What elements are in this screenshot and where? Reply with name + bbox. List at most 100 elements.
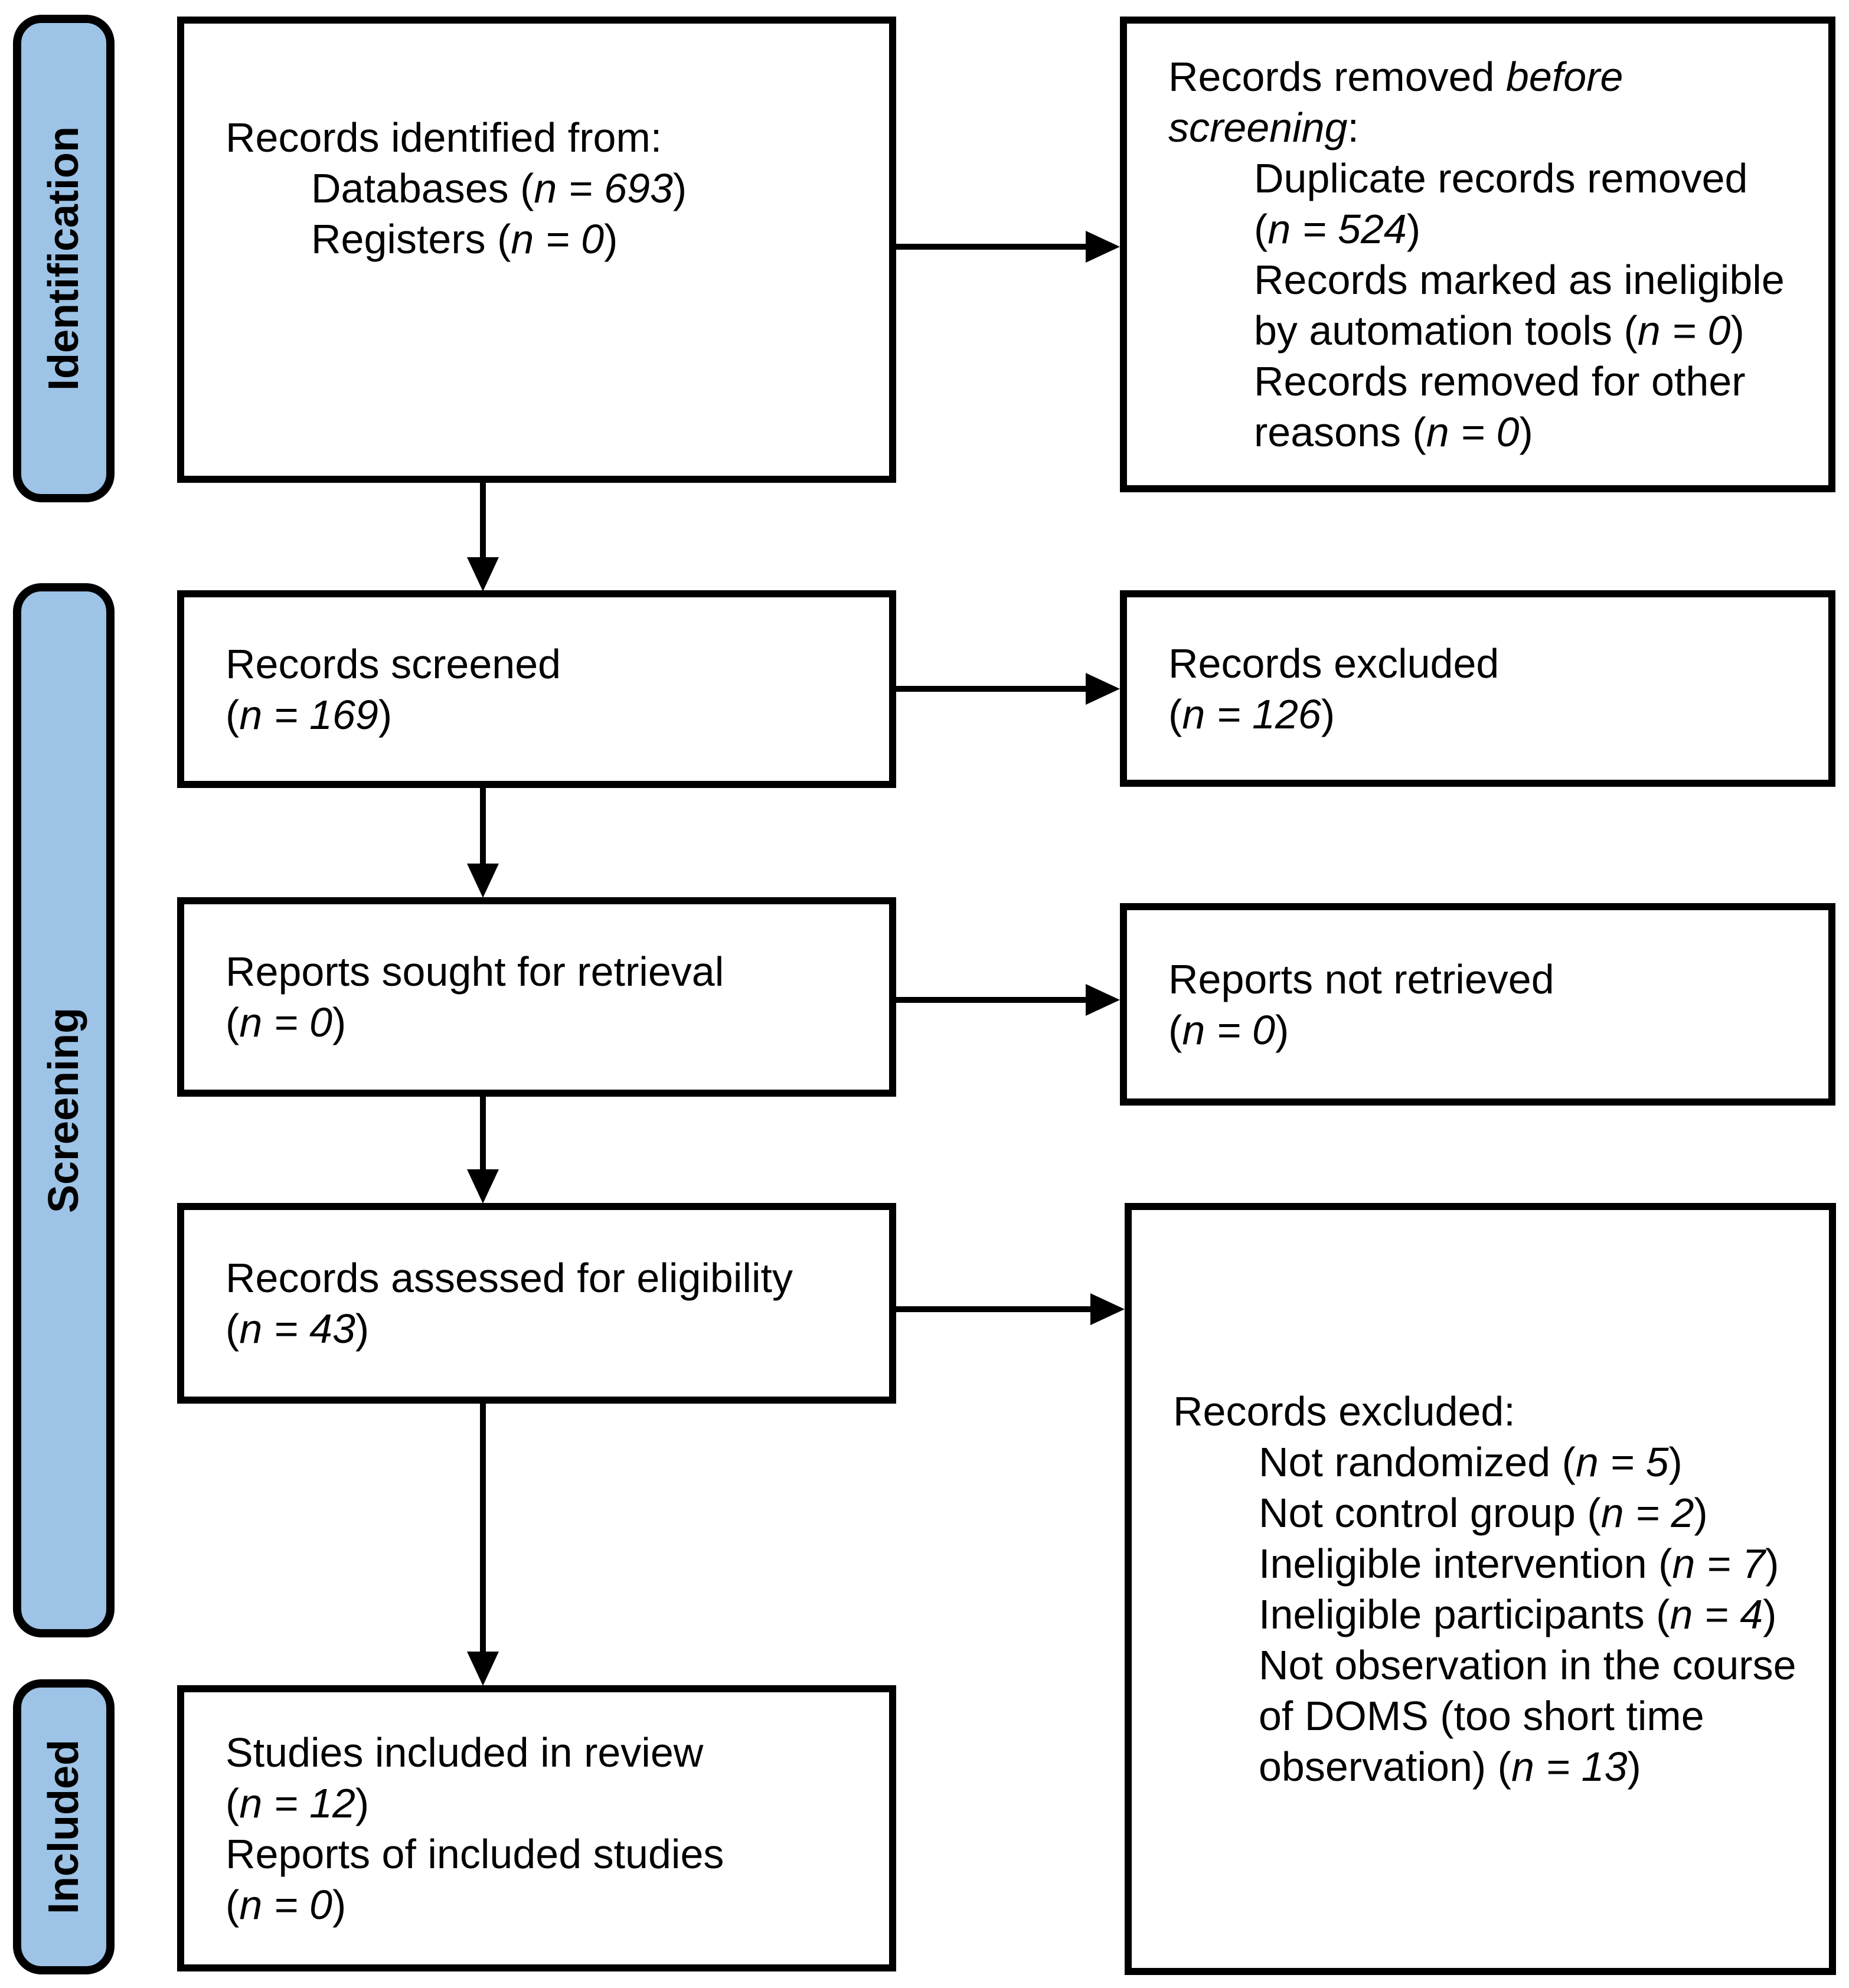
text-run: ) <box>1668 1439 1683 1485</box>
text-run: Duplicate records removed <box>1254 155 1748 201</box>
text-line: (n = 0) <box>226 1879 871 1930</box>
italic-text-run: n = 693 <box>534 165 673 211</box>
text-line: of DOMS (too short time <box>1173 1691 1811 1741</box>
text-line: Records removed before <box>1168 51 1811 102</box>
italic-text-run: n = 0 <box>1426 409 1520 455</box>
text-run: Reports of included studies <box>226 1830 724 1877</box>
text-line: Records identified from: <box>226 112 871 163</box>
text-line: Records assessed for eligibility <box>226 1253 871 1303</box>
italic-text-run: n = 169 <box>239 691 378 738</box>
italic-text-run: before <box>1505 54 1623 100</box>
stage-bar-identification: Identification <box>13 15 115 502</box>
arrow-screened-to-sought-head <box>467 864 499 898</box>
text-run: observation) ( <box>1259 1744 1511 1790</box>
italic-text-run: n = 524 <box>1267 206 1407 252</box>
text-run: ( <box>226 691 240 738</box>
text-run: Not randomized ( <box>1259 1439 1576 1485</box>
stage-label-identification: Identification <box>40 126 87 391</box>
box-records-excluded-eligibility: Records excluded:Not randomized (n = 5)N… <box>1125 1203 1836 1975</box>
text-run: ) <box>672 165 687 211</box>
text-run: ( <box>226 1881 240 1928</box>
text-run: ) <box>1765 1541 1779 1587</box>
italic-text-run: n = 0 <box>511 216 605 262</box>
italic-text-run: n = 0 <box>239 999 332 1045</box>
arrow-assessed-to-excluded-line <box>896 1306 1092 1312</box>
text-run: ) <box>604 216 618 262</box>
arrow-screened-to-excluded-head <box>1086 673 1120 705</box>
text-run: ) <box>1406 206 1421 252</box>
text-line: (n = 126) <box>1168 689 1811 740</box>
box-reports-not-retrieved: Reports not retrieved(n = 0) <box>1120 903 1835 1106</box>
text-run: Records screened <box>226 640 561 687</box>
italic-text-run: n = 0 <box>1637 308 1731 354</box>
arrow-identified-to-screened-line <box>480 483 486 560</box>
stage-bar-included: Included <box>13 1679 115 1974</box>
text-run: ) <box>332 999 347 1045</box>
text-line: Ineligible participants (n = 4) <box>1173 1589 1811 1640</box>
text-run: Records removed <box>1168 54 1506 100</box>
text-run: ) <box>1730 308 1745 354</box>
italic-text-run: n = 7 <box>1672 1541 1766 1587</box>
text-line: Reports sought for retrieval <box>226 946 871 997</box>
text-line: screening: <box>1168 102 1811 153</box>
text-run: ) <box>1627 1744 1641 1790</box>
text-run: ) <box>1321 691 1335 737</box>
text-line: (n = 43) <box>226 1303 871 1354</box>
stage-label-included: Included <box>40 1739 88 1915</box>
arrow-screened-to-excluded-line <box>896 686 1088 692</box>
text-run: Records removed for other <box>1254 358 1746 404</box>
text-line: Not control group (n = 2) <box>1173 1487 1811 1538</box>
text-line: Reports not retrieved <box>1168 954 1811 1005</box>
text-run: Databases ( <box>311 165 534 211</box>
text-line: Studies included in review <box>226 1727 871 1778</box>
box-studies-included: Studies included in review(n = 12)Report… <box>177 1685 896 1971</box>
text-run: of DOMS (too short time <box>1259 1693 1704 1739</box>
text-line: Not observation in the course <box>1173 1640 1811 1691</box>
text-line: Duplicate records removed <box>1168 153 1811 204</box>
text-run: ( <box>1168 1006 1182 1053</box>
arrow-screened-to-sought-line <box>480 788 486 866</box>
text-line: (n = 169) <box>226 689 871 740</box>
italic-text-run: n = 43 <box>239 1306 355 1352</box>
text-line: Records removed for other <box>1168 356 1811 407</box>
text-line: Not randomized (n = 5) <box>1173 1437 1811 1487</box>
text-line: (n = 524) <box>1168 204 1811 254</box>
text-run: ) <box>355 1780 370 1826</box>
text-run: Ineligible participants ( <box>1259 1591 1670 1637</box>
italic-text-run: n = 5 <box>1575 1439 1669 1485</box>
text-line: observation) (n = 13) <box>1173 1741 1811 1792</box>
text-run: Records assessed for eligibility <box>226 1255 793 1301</box>
text-run: Records excluded <box>1168 640 1500 686</box>
text-run: by automation tools ( <box>1254 308 1638 354</box>
text-run: Records marked as ineligible <box>1254 257 1785 303</box>
text-run: ) <box>1519 409 1533 455</box>
italic-text-run: n = 126 <box>1182 691 1321 737</box>
italic-text-run: n = 12 <box>239 1780 355 1826</box>
text-line: Records screened <box>226 639 871 689</box>
box-records-identified: Records identified from:Databases (n = 6… <box>177 17 896 483</box>
text-run: Ineligible intervention ( <box>1259 1541 1672 1587</box>
text-run: ) <box>355 1306 370 1352</box>
text-line: reasons (n = 0) <box>1168 407 1811 457</box>
text-line: (n = 0) <box>1168 1005 1811 1055</box>
arrow-sought-to-not-retrieved-line <box>896 997 1088 1003</box>
arrow-assessed-to-included-line <box>480 1404 486 1654</box>
text-line: Records marked as ineligible <box>1168 254 1811 305</box>
text-line: Records excluded <box>1168 638 1811 689</box>
arrow-identified-to-removed-head <box>1086 231 1120 263</box>
italic-text-run: n = 4 <box>1670 1591 1763 1637</box>
stage-label-screening: Screening <box>40 1007 87 1214</box>
text-line: Reports of included studies <box>226 1829 871 1879</box>
text-run: ( <box>226 999 240 1045</box>
text-run: : <box>1347 104 1359 151</box>
text-run: Reports sought for retrieval <box>226 949 724 995</box>
arrow-identified-to-screened-head <box>467 557 499 591</box>
text-line: (n = 12) <box>226 1778 871 1829</box>
box-reports-sought-for-retrieval: Reports sought for retrieval(n = 0) <box>177 897 896 1097</box>
text-run: Not observation in the course <box>1259 1642 1796 1688</box>
arrow-sought-to-assessed-head <box>467 1169 499 1204</box>
italic-text-run: n = 2 <box>1600 1490 1694 1536</box>
text-run: ( <box>1254 206 1268 252</box>
